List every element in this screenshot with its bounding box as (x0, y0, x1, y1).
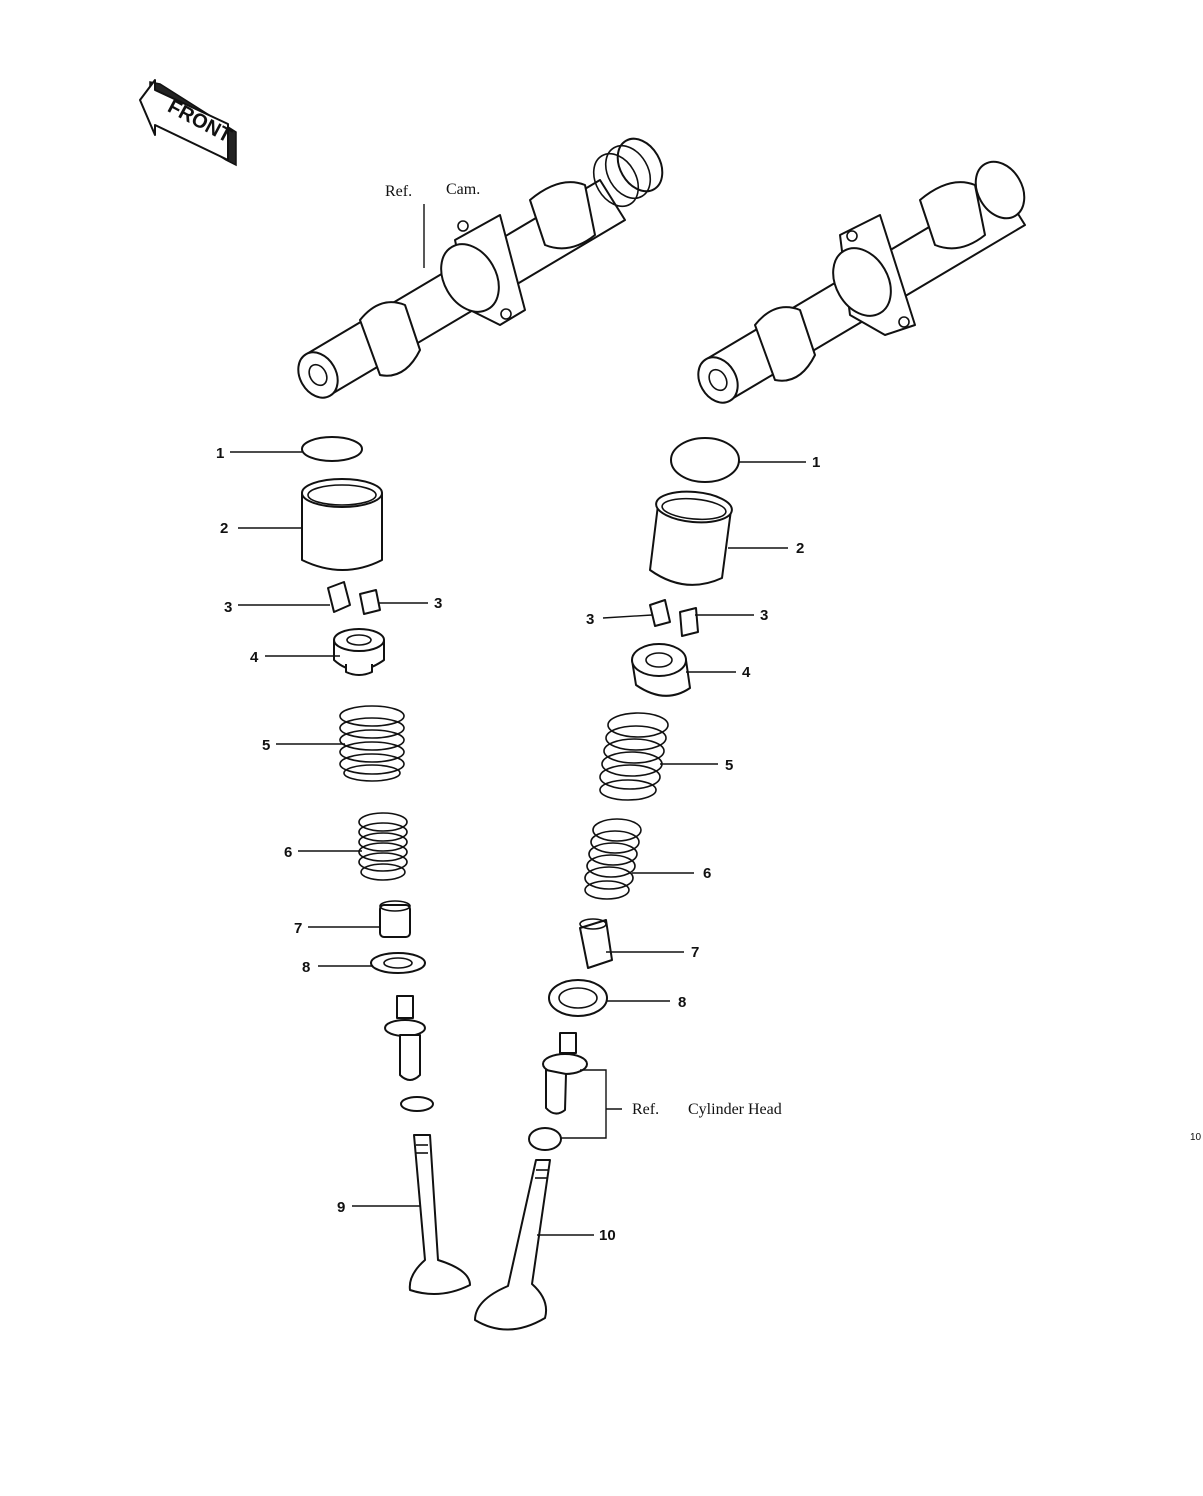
left-callout-4: 4 (250, 649, 259, 666)
left-inner-spring (358, 812, 408, 881)
right-tappet (649, 490, 733, 586)
left-valve-guide (384, 995, 426, 1081)
ref-cam-name-text: Cam. (446, 181, 480, 198)
left-callout-1: 1 (216, 445, 224, 462)
right-callout-7: 7 (691, 944, 699, 961)
left-guide-o-ring (400, 1096, 434, 1112)
left-stem-seal (379, 900, 411, 938)
right-camshaft (697, 160, 1026, 404)
ref-cylinder-head-name-text: Cylinder Head (688, 1101, 782, 1118)
right-valve-keepers (649, 599, 699, 637)
left-callout-5: 5 (262, 737, 270, 754)
right-callout-2: 2 (796, 540, 804, 557)
left-callout-2: 2 (220, 520, 228, 537)
right-callout-4: 4 (742, 664, 751, 681)
right-callout-5: 5 (725, 757, 733, 774)
left-valve-keepers (327, 581, 381, 615)
right-valve-guide (542, 1032, 588, 1115)
left-callout-6: 6 (284, 844, 292, 861)
left-callout-3a: 3 (224, 599, 232, 616)
left-outer-spring (339, 705, 405, 782)
right-stem-seal (579, 918, 613, 969)
right-callout-8: 8 (678, 994, 686, 1011)
right-guide-o-ring (528, 1127, 562, 1151)
left-spring-retainer (333, 628, 385, 676)
left-valve (408, 1134, 471, 1295)
right-outer-spring (599, 712, 669, 801)
right-callout-1: 1 (812, 454, 820, 471)
page-number: 10 (1190, 1132, 1202, 1143)
right-callout-10: 10 (599, 1227, 616, 1244)
ref-cylinder-head-ref-text: Ref. (632, 1101, 659, 1118)
right-inner-spring (584, 818, 642, 900)
front-arrow-icon: FRONT (139, 79, 237, 167)
left-callout-7: 7 (294, 920, 302, 937)
left-tappet (301, 478, 383, 571)
left-callout-8: 8 (302, 959, 310, 976)
right-shim (670, 437, 740, 483)
right-spring-retainer (631, 643, 691, 697)
ref-cylinder-head-bracket (560, 1069, 622, 1139)
right-callout-3b: 3 (760, 607, 768, 624)
left-shim (301, 436, 363, 462)
left-camshaft (297, 137, 664, 399)
right-callout-6: 6 (703, 865, 711, 882)
right-valve (474, 1159, 551, 1331)
left-callout-9: 9 (337, 1199, 345, 1216)
ref-cam-ref-text: Ref. (385, 183, 412, 200)
right-callout-3a: 3 (586, 611, 594, 628)
left-callout-3b: 3 (434, 595, 442, 612)
left-spring-seat (370, 952, 426, 974)
right-spring-seat (548, 979, 608, 1017)
